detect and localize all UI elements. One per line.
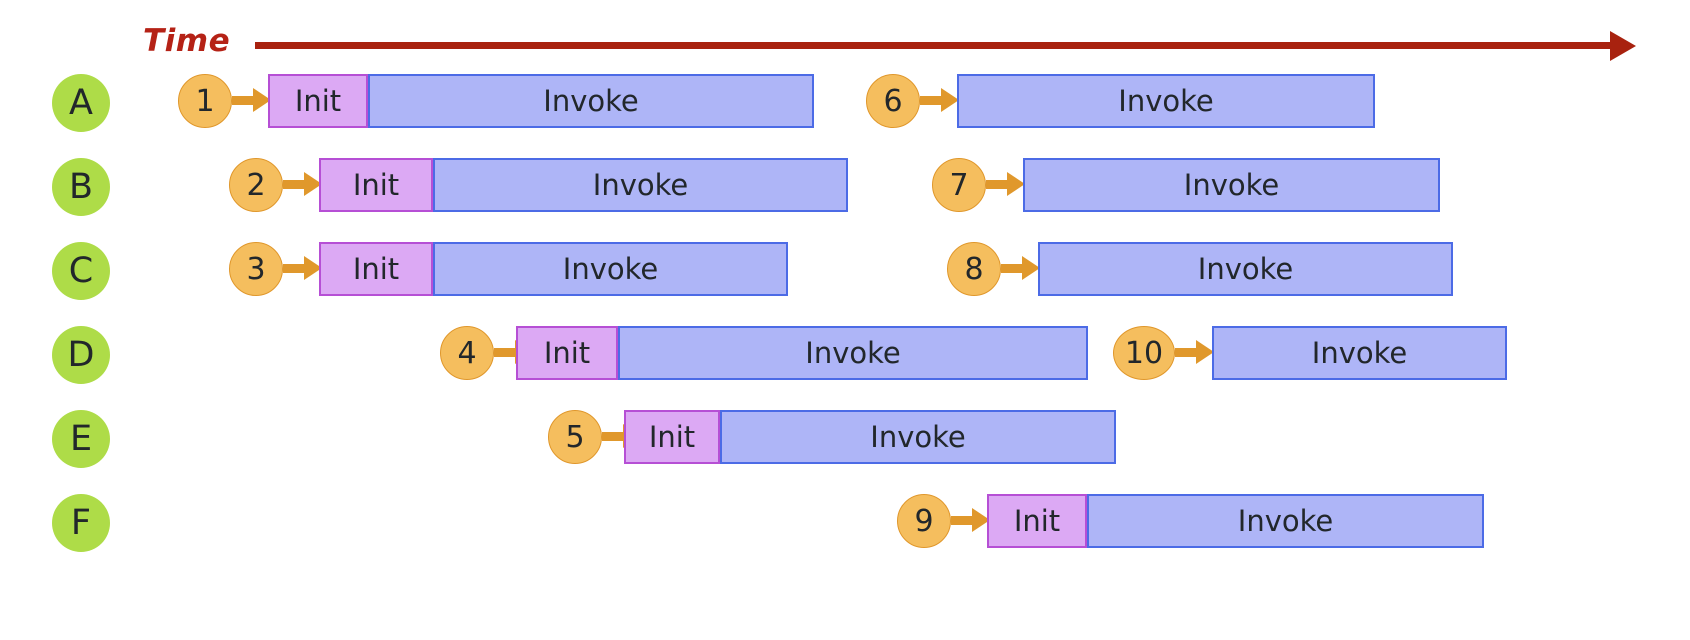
lane-badge-label: B <box>68 167 93 207</box>
request-marker-2[interactable]: 2 <box>229 158 283 212</box>
invoke-bar-9[interactable]: Invoke <box>1087 494 1484 548</box>
arrow-right-icon <box>1610 31 1636 61</box>
lane-badge-label: C <box>68 251 94 291</box>
request-marker-number: 4 <box>457 335 477 371</box>
invoke-bar-1[interactable]: Invoke <box>368 74 814 128</box>
invoke-bar-2[interactable]: Invoke <box>433 158 848 212</box>
request-marker-number: 3 <box>246 251 266 287</box>
init-bar-5[interactable]: Init <box>624 410 720 464</box>
init-bar-label: Init <box>294 84 342 118</box>
request-arrow-icon-4 <box>494 340 533 364</box>
init-bar-label: Init <box>648 420 696 454</box>
request-marker-number: 6 <box>883 83 903 119</box>
request-arrow-icon-8 <box>1001 256 1040 280</box>
lane-badge-label: F <box>70 503 92 543</box>
lane-badge-c: C <box>52 242 110 300</box>
request-marker-5[interactable]: 5 <box>548 410 602 464</box>
request-marker-8[interactable]: 8 <box>947 242 1001 296</box>
init-bar-4[interactable]: Init <box>516 326 618 380</box>
request-marker-10[interactable]: 10 <box>1113 326 1175 380</box>
init-bar-label: Init <box>1013 504 1061 538</box>
init-bar-2[interactable]: Init <box>319 158 433 212</box>
request-marker-number: 10 <box>1124 335 1164 371</box>
invoke-bar-label: Invoke <box>543 84 639 118</box>
request-marker-number: 9 <box>914 503 934 539</box>
request-marker-7[interactable]: 7 <box>932 158 986 212</box>
time-axis-label: Time <box>143 23 231 59</box>
lane-badge-f: F <box>52 494 110 552</box>
lane-badge-label: A <box>69 83 93 123</box>
request-arrow-icon-7 <box>986 172 1025 196</box>
invoke-bar-label: Invoke <box>592 168 689 202</box>
request-arrow-icon-1 <box>232 88 271 112</box>
request-marker-number: 1 <box>195 83 215 119</box>
lane-badge-d: D <box>52 326 110 384</box>
invoke-bar-4[interactable]: Invoke <box>618 326 1088 380</box>
invoke-bar-label: Invoke <box>870 420 966 454</box>
lane-badge-label: D <box>67 335 95 375</box>
lane-badge-b: B <box>52 158 110 216</box>
request-marker-4[interactable]: 4 <box>440 326 494 380</box>
invoke-bar-8[interactable]: Invoke <box>1038 242 1453 296</box>
request-arrow-icon-2 <box>283 172 322 196</box>
init-bar-3[interactable]: Init <box>319 242 433 296</box>
invoke-bar-label: Invoke <box>1311 336 1408 370</box>
init-bar-label: Init <box>352 252 400 286</box>
invoke-bar-label: Invoke <box>805 336 901 370</box>
request-arrow-icon-6 <box>920 88 959 112</box>
request-arrow-icon-5 <box>602 424 641 448</box>
invoke-bar-6[interactable]: Invoke <box>957 74 1375 128</box>
invoke-bar-3[interactable]: Invoke <box>433 242 788 296</box>
invoke-bar-7[interactable]: Invoke <box>1023 158 1440 212</box>
lane-badge-e: E <box>52 410 110 468</box>
invoke-bar-5[interactable]: Invoke <box>720 410 1116 464</box>
request-arrow-icon-3 <box>283 256 322 280</box>
request-marker-3[interactable]: 3 <box>229 242 283 296</box>
request-marker-number: 8 <box>964 251 984 287</box>
invoke-bar-label: Invoke <box>1197 252 1294 286</box>
lane-badge-a: A <box>52 74 110 132</box>
request-marker-1[interactable]: 1 <box>178 74 232 128</box>
request-marker-number: 5 <box>565 419 585 455</box>
request-arrow-icon-10 <box>1175 340 1214 364</box>
request-marker-6[interactable]: 6 <box>866 74 920 128</box>
init-bar-1[interactable]: Init <box>268 74 368 128</box>
invoke-bar-10[interactable]: Invoke <box>1212 326 1507 380</box>
request-marker-number: 7 <box>949 167 969 203</box>
invoke-bar-label: Invoke <box>1183 168 1280 202</box>
request-marker-9[interactable]: 9 <box>897 494 951 548</box>
request-arrow-icon-9 <box>951 508 990 532</box>
init-bar-label: Init <box>543 336 591 370</box>
lane-badge-label: E <box>69 419 93 459</box>
init-bar-9[interactable]: Init <box>987 494 1087 548</box>
invoke-bar-label: Invoke <box>1237 504 1334 538</box>
invoke-bar-label: Invoke <box>562 252 659 286</box>
invoke-bar-label: Invoke <box>1118 84 1214 118</box>
time-axis-line <box>255 42 1610 49</box>
request-marker-number: 2 <box>246 167 266 203</box>
init-bar-label: Init <box>352 168 400 202</box>
